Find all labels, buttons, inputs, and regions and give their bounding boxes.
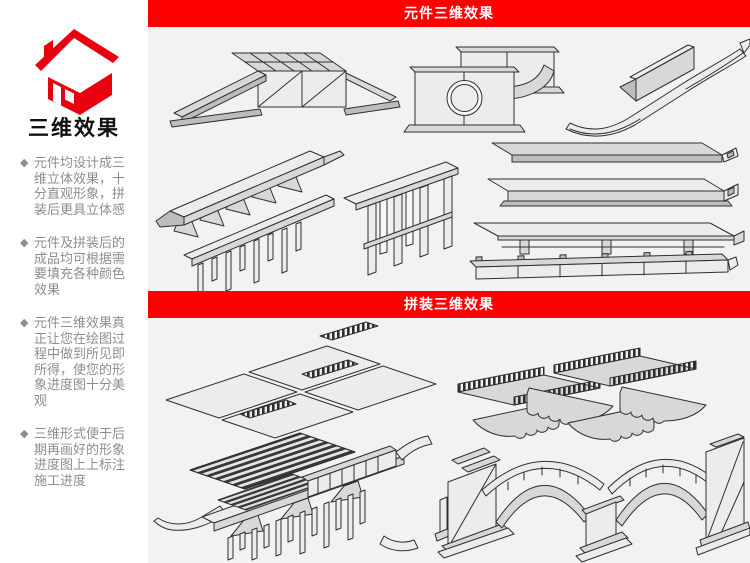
beam-stack-illustration xyxy=(469,142,745,280)
section-header-assembled: 拼装三维效果 xyxy=(148,291,750,318)
diamond-bullet-icon: ◆ xyxy=(20,317,29,329)
diamond-bullet-icon: ◆ xyxy=(20,428,29,440)
exploded-arch-bridge-illustration xyxy=(437,347,750,563)
assembled-illustration-area xyxy=(148,318,750,563)
section-title: 元件三维效果 xyxy=(404,5,494,21)
house-door xyxy=(53,83,61,106)
tall-pile-bent-illustration xyxy=(343,161,459,276)
deck-panels xyxy=(165,345,437,439)
main-content: 元件三维效果 xyxy=(148,0,750,563)
components-illustration-area xyxy=(148,27,750,300)
diamond-bullet-icon: ◆ xyxy=(20,157,29,169)
box-culvert-headwalls-illustration xyxy=(403,46,565,133)
bullet-text: 三维形式便于后期再画好的形象进度图上上标注施工进度 xyxy=(34,426,126,488)
trestle-base xyxy=(153,435,455,561)
section-title: 拼装三维效果 xyxy=(404,296,494,312)
arches-and-piers xyxy=(437,433,750,563)
diamond-bullet-icon: ◆ xyxy=(20,237,29,249)
spandrel-walls xyxy=(472,386,707,442)
bullet-item: ◆ 元件均设计成三维立体效果，十分直观形象，拼装后更具立体感 xyxy=(20,155,136,217)
sidebar: 三维效果 ◆ 元件均设计成三维立体效果，十分直观形象，拼装后更具立体感 ◆ 元件… xyxy=(0,0,148,563)
bullet-item: ◆ 元件及拼装后的成品均可根据需要填充各种颜色效果 xyxy=(20,235,136,297)
house-front-wall xyxy=(48,77,80,115)
bullet-text: 元件及拼装后的成品均可根据需要填充各种颜色效果 xyxy=(34,235,126,297)
girder-layer xyxy=(189,432,356,490)
bullet-text: 元件均设计成三维立体效果，十分直观形象，拼装后更具立体感 xyxy=(34,155,126,217)
page-title: 三维效果 xyxy=(28,117,120,140)
house-side-wall xyxy=(80,73,112,115)
bullet-list: ◆ 元件均设计成三维立体效果，十分直观形象，拼装后更具立体感 ◆ 元件及拼装后的… xyxy=(20,155,136,506)
pile-trestle-illustration xyxy=(155,150,345,300)
section-header-components: 元件三维效果 xyxy=(148,0,750,27)
house-roof xyxy=(35,29,119,71)
bullet-item: ◆ 三维形式便于后期再画好的形象进度图上上标注施工进度 xyxy=(20,426,136,488)
curved-wing-wall-illustration xyxy=(565,38,750,137)
house-window xyxy=(65,89,74,104)
bullet-text: 元件三维效果真正让您在绘图过程中做到所见即所得，使您的形象进度图十分美观 xyxy=(34,315,126,408)
exploded-girder-bridge-illustration xyxy=(153,321,455,561)
abutment-with-wing-walls-illustration xyxy=(169,52,401,128)
bullet-item: ◆ 元件三维效果真正让您在绘图过程中做到所见即所得，使您的形象进度图十分美观 xyxy=(20,315,136,408)
house-icon xyxy=(35,29,119,115)
